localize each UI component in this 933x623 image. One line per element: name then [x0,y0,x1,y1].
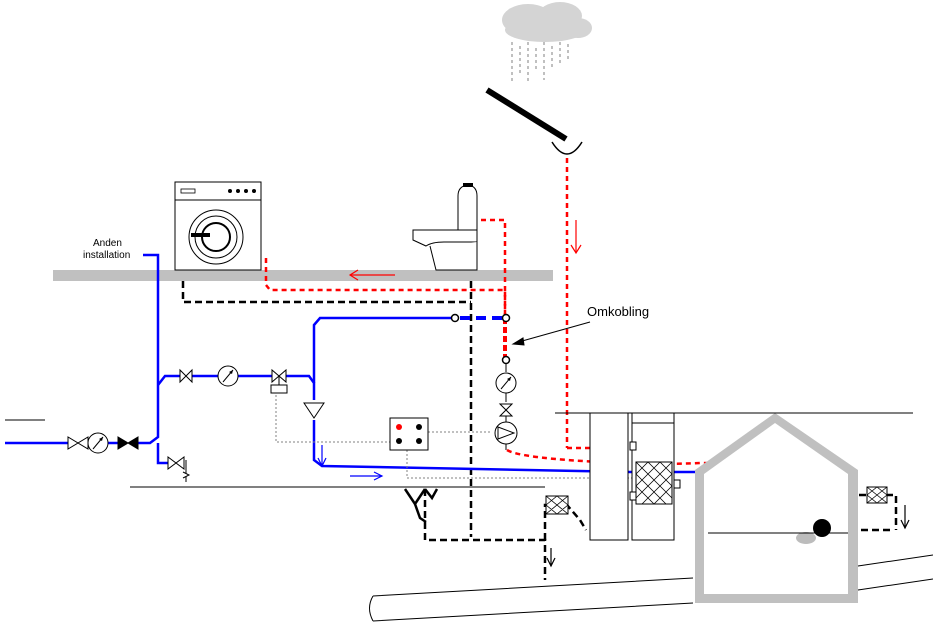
water-meter-icon [495,372,517,394]
roof [485,87,568,142]
solenoid-valve-icon [270,368,288,394]
floor-slab [53,270,553,281]
valve-icon [179,368,193,384]
valve-icon [498,403,514,417]
switchover-pointer-arrow [511,321,591,346]
filter-icon [866,486,888,504]
toilet-icon [412,183,478,271]
switchover-node-lower [501,355,511,365]
storage-tank [590,412,913,603]
waste-flow-arrow-right [900,505,910,530]
gutter [551,141,583,155]
pump-icon [494,421,518,445]
water-meter-icon [217,365,239,387]
check-valve-icon [117,436,139,450]
potable-water-flow-arrows [317,445,384,481]
washing-machine-icon [174,181,262,271]
other-installation-label-line1: Anden [93,238,122,249]
filter-icon [545,495,569,515]
switchover-label: Omkobling [587,304,649,319]
waste-flow-arrow [546,548,556,568]
filter-icon [635,461,673,505]
sewer-main [369,554,933,622]
switchover-node-right [501,313,511,323]
drain-valve-icon [167,456,191,482]
other-installation-label-line2: installation [83,250,130,261]
cloud-icon [502,2,592,42]
water-meter-icon [87,432,109,454]
valve-icon [67,436,89,450]
controller-icon [389,417,429,451]
rain-icon [511,42,569,84]
switchover-node-left [450,313,460,323]
floor-trap-icon [403,488,439,524]
funnel-icon [303,402,325,419]
